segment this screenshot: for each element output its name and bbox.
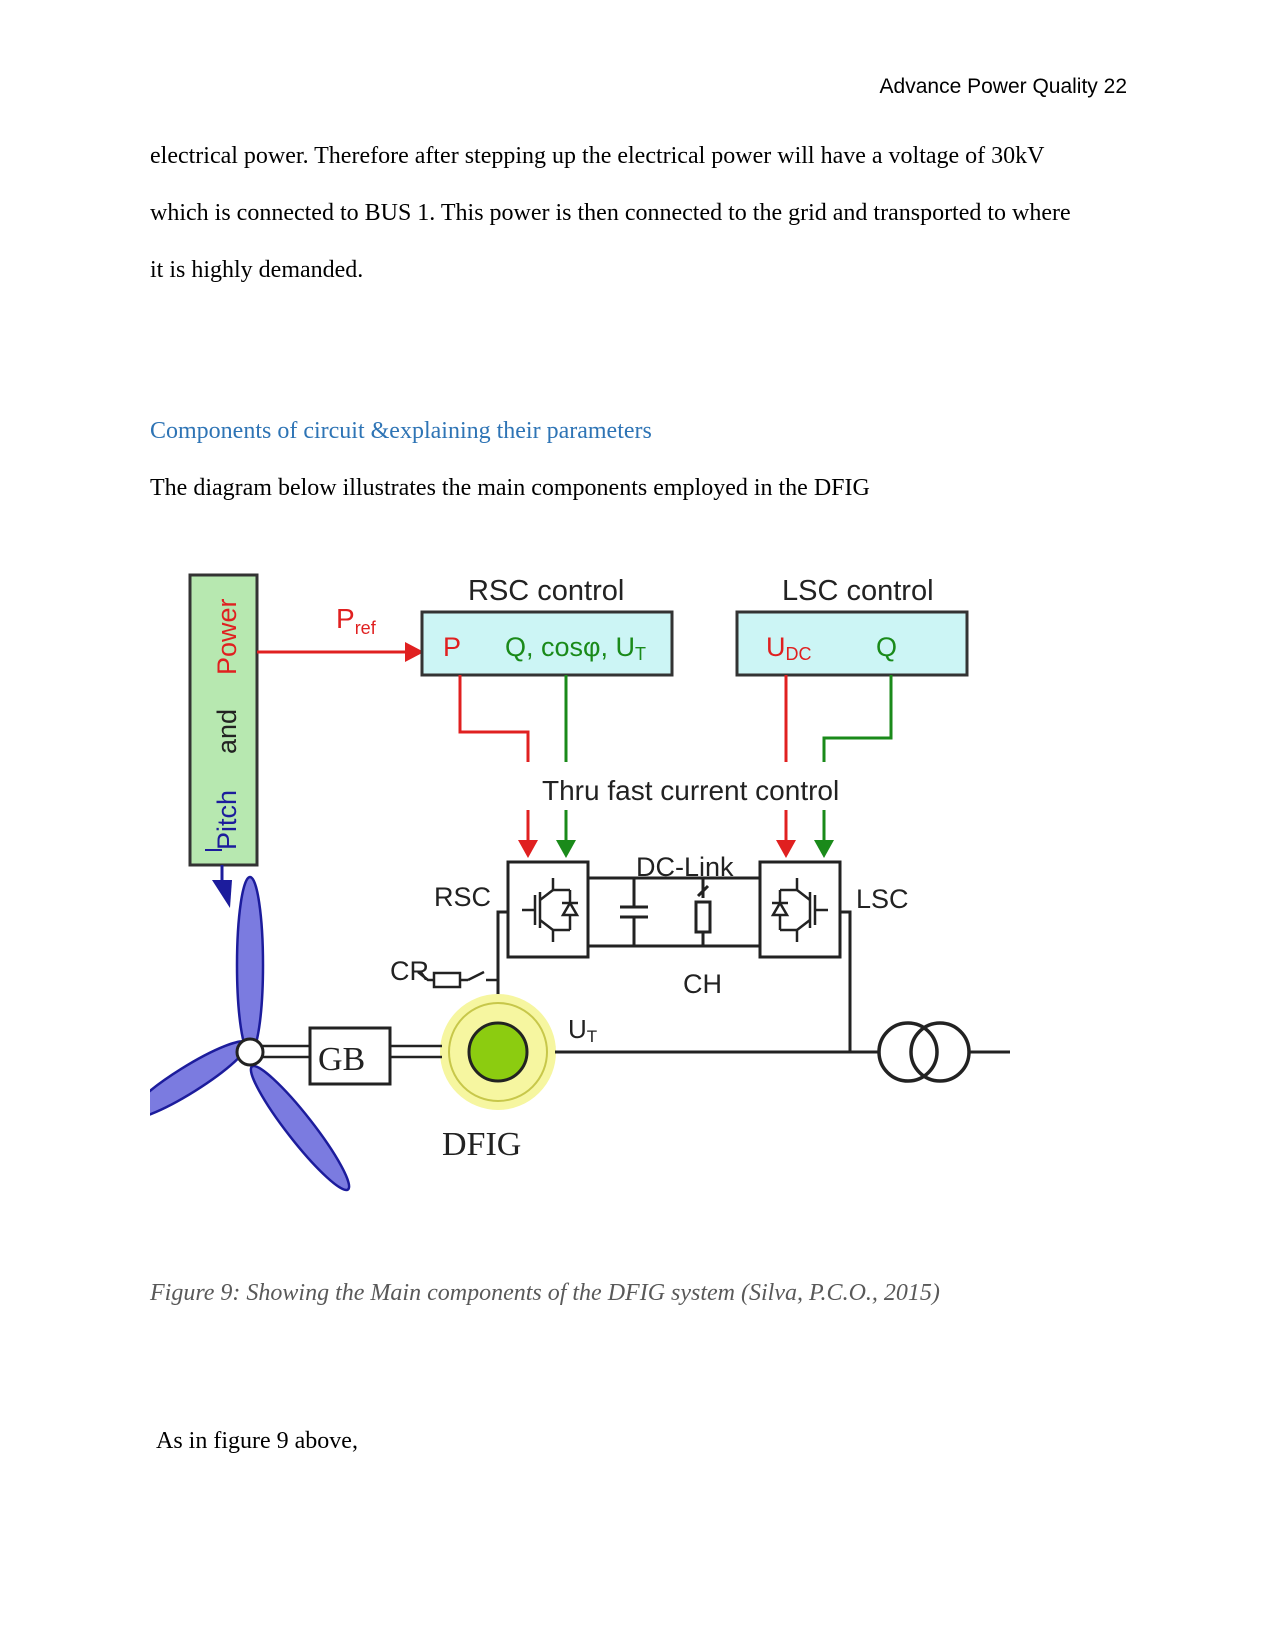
lsc-red-arrow bbox=[776, 840, 796, 858]
turbine-hub bbox=[235, 1037, 265, 1067]
grid-side-wire bbox=[840, 910, 852, 1052]
intro-paragraph: The diagram below illustrates the main c… bbox=[150, 475, 870, 501]
transformer-winding-2 bbox=[909, 1021, 971, 1083]
pitch-label: Pitch bbox=[212, 790, 242, 850]
pref-label: Pref bbox=[336, 603, 377, 638]
dfig-rotor bbox=[467, 1021, 529, 1083]
closing-paragraph: As in figure 9 above, bbox=[156, 1428, 358, 1454]
figure-caption: Figure 9: Showing the Main components of… bbox=[150, 1280, 940, 1306]
rsc-p-label: P bbox=[443, 632, 461, 662]
rsc-green-arrow bbox=[556, 840, 576, 858]
ut-label: UT bbox=[568, 1014, 597, 1046]
lsc-label: LSC bbox=[856, 884, 909, 914]
ch-label: CH bbox=[683, 969, 722, 999]
running-header: Advance Power Quality 22 bbox=[879, 75, 1127, 98]
blade-right bbox=[249, 1064, 351, 1192]
section-heading: Components of circuit &explaining their … bbox=[150, 418, 652, 444]
rsc-control-box bbox=[420, 610, 674, 677]
chopper-resistor bbox=[694, 878, 712, 946]
gearbox bbox=[308, 1026, 392, 1086]
rsc-control-title: RSC control bbox=[468, 575, 624, 607]
lsc-q-signal bbox=[822, 675, 893, 762]
rsc-label: RSC bbox=[434, 882, 491, 912]
gb-label: GB bbox=[318, 1041, 365, 1078]
dc-link-capacitor bbox=[620, 878, 648, 946]
dfig-diagram-svg: Pitch and Power Pref RSC control P Q, co… bbox=[150, 573, 1010, 1192]
blade-top bbox=[235, 875, 265, 1055]
rsc-igbt-icon bbox=[522, 878, 580, 942]
pref-arrowhead bbox=[405, 642, 424, 662]
dfig-diagram: Pitch and Power Pref RSC control P Q, co… bbox=[150, 560, 1070, 1240]
transformer-winding-1 bbox=[877, 1021, 939, 1083]
lsc-udc-label: UDC bbox=[766, 632, 812, 664]
lsc-q-label: Q bbox=[876, 632, 897, 662]
and-label: and bbox=[212, 709, 242, 754]
lsc-igbt-icon bbox=[770, 878, 828, 942]
pitch-power-box bbox=[188, 573, 259, 867]
power-label: Power bbox=[212, 598, 242, 675]
body-line-3: it is highly demanded. bbox=[150, 257, 364, 283]
rsc-red-arrow bbox=[518, 840, 538, 858]
lsc-control-box bbox=[735, 610, 969, 677]
dfig-label: DFIG bbox=[442, 1126, 521, 1163]
fast-current-control-label: Thru fast current control bbox=[542, 775, 839, 806]
rsc-q-label: Q, cosφ, UT bbox=[505, 632, 646, 664]
body-line-2: which is connected to BUS 1. This power … bbox=[150, 200, 1071, 226]
pitch-arrowhead bbox=[212, 880, 232, 908]
rsc-converter bbox=[506, 860, 590, 959]
lsc-control-title: LSC control bbox=[782, 575, 934, 607]
cr-label: CR bbox=[390, 956, 429, 986]
body-line-1: electrical power. Therefore after steppi… bbox=[150, 143, 1045, 169]
crowbar-icon bbox=[417, 970, 498, 989]
wind-turbine-icon bbox=[150, 875, 351, 1192]
lsc-green-arrow bbox=[814, 840, 834, 858]
rsc-p-signal bbox=[458, 675, 530, 762]
